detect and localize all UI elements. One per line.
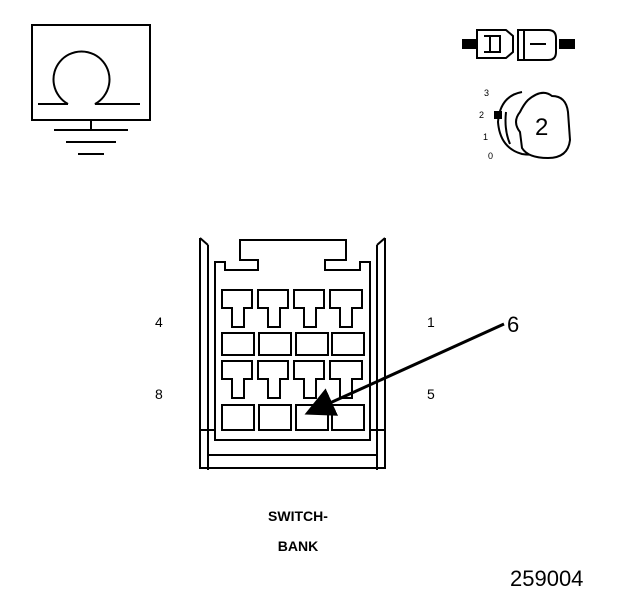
ohmmeter-symbol-icon [31, 24, 151, 121]
figure-number: 259004 [510, 566, 584, 591]
key-position-0: 0 [488, 151, 494, 161]
connector-plug-icon [462, 29, 575, 61]
ground-symbol-icon [54, 120, 128, 155]
caption-line-1: SWITCH- [268, 508, 328, 524]
pin-label-5: 5 [427, 386, 435, 402]
callout-arrow-icon [304, 322, 505, 416]
ignition-switch-key-icon [494, 91, 572, 160]
connector-housing-icon [199, 237, 386, 470]
key-position-1: 1 [483, 132, 489, 142]
callout-number: 6 [507, 312, 520, 337]
pin-label-8: 8 [155, 386, 163, 402]
caption-line-2: BANK [277, 538, 319, 554]
pin-label-4: 4 [155, 314, 163, 330]
key-number: 2 [535, 114, 549, 141]
key-position-3: 3 [484, 88, 490, 98]
pin-label-1: 1 [427, 314, 435, 330]
key-position-2: 2 [479, 110, 485, 120]
